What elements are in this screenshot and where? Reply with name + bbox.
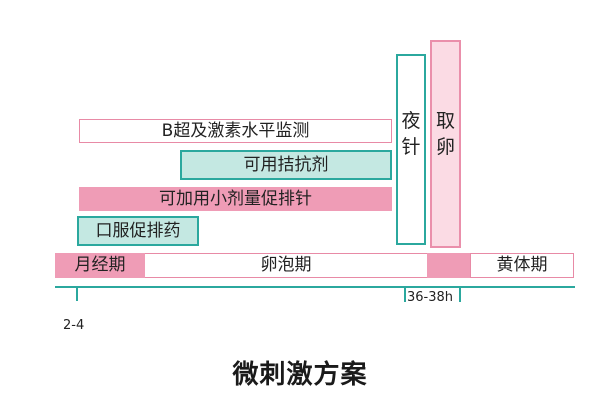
trigger-char-1: 夜: [401, 110, 421, 132]
monitoring-bar: B超及激素水平监测: [79, 119, 392, 143]
transition-segment: [427, 253, 470, 278]
oral-medication-label: 口服促排药: [95, 220, 181, 241]
retrieval-char-1: 取: [435, 110, 455, 132]
luteal-phase: 黄体期: [470, 253, 574, 278]
timeline-axis: [55, 286, 575, 288]
trigger-shot-box: 夜 针: [396, 54, 426, 245]
trigger-interval-label: 36-38h: [407, 290, 454, 305]
trigger-tick-left: [404, 286, 406, 302]
small-dose-bar: 可加用小剂量促排针: [79, 187, 392, 211]
luteal-label: 黄体期: [496, 255, 548, 275]
antagonist-label: 可用拮抗剂: [243, 154, 329, 175]
antagonist-bar: 可用拮抗剂: [180, 150, 392, 180]
follicular-phase: 卵泡期: [145, 253, 427, 278]
menstrual-label: 月经期: [74, 255, 126, 275]
follicular-label: 卵泡期: [260, 255, 312, 275]
monitoring-label: B超及激素水平监测: [161, 120, 310, 141]
small-dose-label: 可加用小剂量促排针: [159, 188, 312, 209]
egg-retrieval-box: 取 卵: [430, 40, 461, 248]
page-title: 微刺激方案: [232, 360, 368, 390]
start-tick: [76, 286, 78, 301]
start-day-label: 2-4: [63, 318, 85, 333]
trigger-char-2: 针: [401, 136, 421, 158]
menstrual-phase: 月经期: [55, 253, 145, 278]
oral-medication-bar: 口服促排药: [77, 216, 199, 246]
retrieval-char-2: 卵: [435, 136, 455, 158]
trigger-tick-right: [459, 286, 461, 302]
